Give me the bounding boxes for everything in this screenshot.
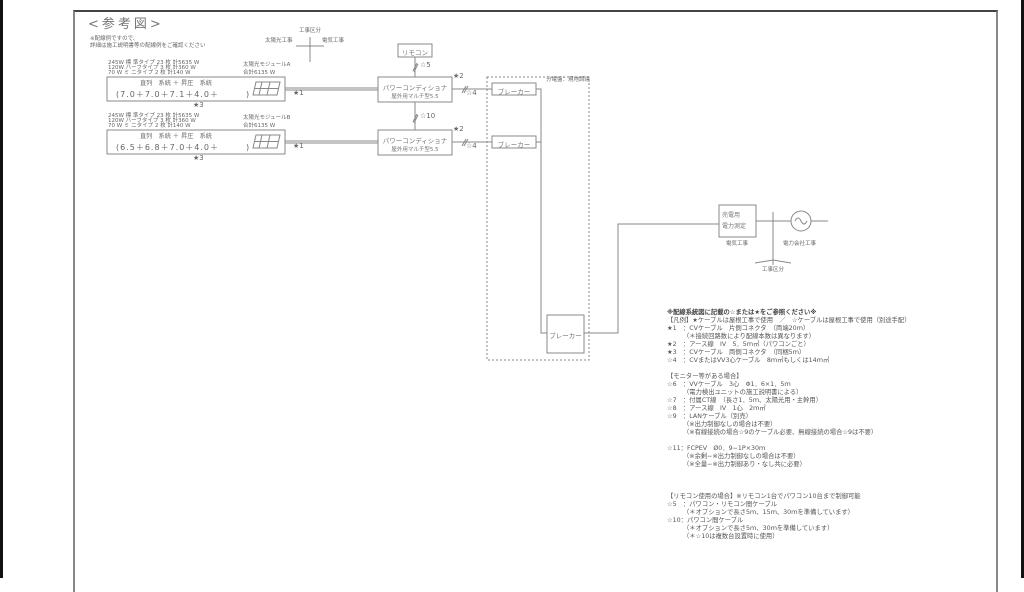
legend-group-3: ☆11：FCPEV Ø0．9−1P×30ｍ（※余剰−※出力制御なしの場合は不要）…: [667, 445, 997, 469]
legend-item: （電力検出ユニットの施工説明書による）: [683, 389, 803, 396]
legend-item: ☆7 ：付属CT線 （長さ1．5ｍ、太陽光用・主幹用）: [667, 397, 822, 404]
pv-module-icon-a: [252, 81, 281, 96]
legend-item: （＊☆10は複数台設置時に使用）: [683, 533, 779, 540]
array-a-total: 合計6135 W: [243, 70, 276, 76]
drawing-sheet: [73, 10, 998, 592]
pv-array-box-b: [106, 129, 286, 155]
slash-mark-inv1: [461, 85, 469, 94]
legend-item: （※有線接続の場合☆9のケーブル必要、無線接続の場合☆9は不要）: [683, 429, 878, 436]
array-a-series: (7.0＋7.0＋7.1＋4.0＋ ): [116, 90, 251, 99]
legend-item: （＊オプションで長さ5ｍ、15ｍ、30ｍを準備しています）: [683, 509, 854, 516]
cable-array-a-to-inverter: [285, 87, 378, 91]
array-a-module-name: 太陽光モジュールA: [243, 62, 291, 68]
pv-module-icon-b: [252, 134, 281, 149]
legend-group-2: ☆6 ：VVケーブル 3心 Φ1．6×1．5ｍ（電力検出ユニットの施工説明書によ…: [667, 381, 997, 437]
array-a-bottom-mark: ★3: [193, 101, 204, 109]
inverter-link-mark: ☆10: [420, 112, 436, 120]
inverter-1-ground-mark: ★2: [453, 72, 464, 80]
legend-item: ☆5 ：パワコン・リモコン間ケーブル: [667, 501, 778, 508]
array-b-total: 合計6135 W: [243, 123, 276, 129]
array-a-spec-3: 70 W ミ ニタイプ 2 枚 計140 W: [108, 70, 191, 76]
work-division-top-right: 電気工事: [322, 38, 345, 44]
breaker-2-label: ブレーカー: [497, 141, 531, 149]
legend-item: ☆4 ：CVまたはVV3心ケーブル 8ｍ㎡もしくは14ｍ㎡: [667, 357, 830, 364]
array-b-series: (6.5＋6.8＋7.0＋4.0＋ ): [116, 143, 251, 152]
breaker-main-label: ブレーカー: [549, 332, 582, 340]
legend-item: （※全量−※出力制御あり・なし共に必要）: [683, 461, 806, 468]
legend-item: ☆9 ：LANケーブル（別売）: [667, 413, 752, 420]
inverter-2-model: 屋外用マルチ型5.5: [391, 147, 439, 153]
array-b-cable-mark: ★1: [293, 142, 304, 150]
array-a-spec-2: 120W ハーフタイプ 3 枚 計360 W: [108, 65, 196, 71]
array-a-header: 直列 系統 ＋ 昇圧 系統: [140, 80, 212, 87]
inverter-2-label: パワーコンディショナ: [382, 137, 448, 145]
note-line-1: ※配線例ですので、: [90, 36, 139, 42]
meter-label-1: 売電用: [722, 212, 741, 219]
legend-item: ☆11：FCPEV Ø0．9−1P×30ｍ: [667, 445, 766, 452]
legend-item: ★3 ：CVケーブル 両側コネクタ （同梱5ｍ）: [667, 349, 806, 356]
legend-item: ★2 ：アース線 IV 5．5ｍ㎡（パワコンごと）: [667, 341, 810, 348]
screen-edge-left: [0, 0, 3, 578]
legend-group-1: ★1 ：CVケーブル 片側コネクタ （両端20ｍ）（＊接続回路数により配線本数は…: [667, 325, 997, 365]
breaker-1-label: ブレーカー: [497, 88, 531, 96]
wiring-diagram: [106, 37, 828, 361]
slash-mark-remote: [412, 62, 419, 73]
array-b-spec-3: 70 W ミ ニタイプ 2 枚 計140 W: [108, 123, 191, 129]
ac-wave-icon: [794, 217, 808, 225]
slash-mark-link: [412, 113, 419, 124]
work-division-bottom-label: 工事区分: [762, 267, 785, 273]
note-line-2: 詳細は施工説明書等の配線例をご確認ください: [90, 43, 206, 49]
legend-heading: ※配線系統図に記載の☆または★をご参照ください※: [667, 309, 817, 316]
legend-panel: ※配線系統図に記載の☆または★をご参照ください※ 【凡例】★ケーブルは屋根工事で…: [667, 309, 997, 541]
distribution-panel-label: 分電盤：現地調達: [546, 77, 591, 83]
legend-item: ★1 ：CVケーブル 片側コネクタ （両端20ｍ）: [667, 325, 810, 332]
legend-item: （＊オプションで長さ5ｍ、30ｍを準備しています）: [683, 525, 834, 532]
remote-cable-mark: ☆5: [420, 61, 431, 69]
work-division-top-left: 太陽光工事: [265, 38, 293, 44]
array-b-spec-2: 120W ハーフタイプ 3 枚 計360 W: [108, 118, 196, 124]
legend-item: （※出力制御なしの場合は不要）: [683, 421, 777, 428]
slash-mark-inv2: [461, 138, 469, 147]
inverter-2-cable-mark: ☆4: [466, 142, 477, 150]
remote-label: リモコン: [402, 49, 428, 57]
inverter-1-label: パワーコンディショナ: [382, 84, 448, 92]
grid-caption: 電力会社工事: [783, 241, 817, 247]
work-division-marker-top: [296, 37, 324, 62]
meter-caption: 電気工事: [726, 241, 749, 247]
work-division-top-label: 工事区分: [299, 28, 322, 34]
legend-item: （＊接続回路数により配線本数は異なります）: [683, 333, 816, 340]
legend-item: （※余剰−※出力制御なしの場合は不要）: [683, 453, 800, 460]
cable-breaker-to-meter: [584, 223, 719, 334]
inverter-1-cable-mark: ☆4: [466, 89, 477, 97]
array-b-spec-1: 245W 標 準タイプ 23 枚 計5635 W: [108, 113, 200, 119]
bus-line-left: [536, 88, 547, 334]
legend-item: ☆8 ：アース線 IV 1心 2ｍ㎡: [667, 405, 766, 412]
legend-group-4: ☆5 ：パワコン・リモコン間ケーブル（＊オプションで長さ5ｍ、15ｍ、30ｍを準…: [667, 501, 997, 541]
screen-edge-right: [1021, 0, 1024, 578]
legend-section-remote: 【リモコン使用の場合】※リモコン1台でパワコン10台まで制御可能: [667, 493, 861, 500]
breaker-box-main: [546, 314, 585, 354]
legend-section-monitor: 【モニター等がある場合】: [667, 373, 743, 380]
work-division-marker-bottom: [754, 212, 792, 265]
pv-array-box-a: [106, 76, 286, 102]
array-b-module-name: 太陽光モジュールB: [243, 115, 291, 121]
cable-array-b-to-inverter: [285, 140, 378, 144]
array-a-cable-mark: ★1: [293, 89, 304, 97]
array-b-bottom-mark: ★3: [193, 154, 204, 162]
array-a-spec-1: 245W 標 準タイプ 23 枚 計5635 W: [108, 60, 200, 66]
legend-item: ☆10：パワコン間ケーブル: [667, 517, 744, 524]
inverter-1-model: 屋外用マルチ型5.5: [391, 94, 439, 100]
diagram-title: <参考図>: [88, 17, 164, 32]
legend-intro: 【凡例】★ケーブルは屋根工事で使用 ／ ☆ケーブルは屋根工事で使用（別途手配）: [667, 317, 911, 324]
array-b-header: 直列 系統 ＋ 昇圧 系統: [140, 133, 212, 140]
legend-item: ☆6 ：VVケーブル 3心 Φ1．6×1．5ｍ: [667, 381, 791, 388]
meter-label-2: 電力測定: [722, 223, 747, 230]
inverter-2-ground-mark: ★2: [453, 125, 464, 133]
distribution-panel-boundary: [486, 76, 590, 361]
